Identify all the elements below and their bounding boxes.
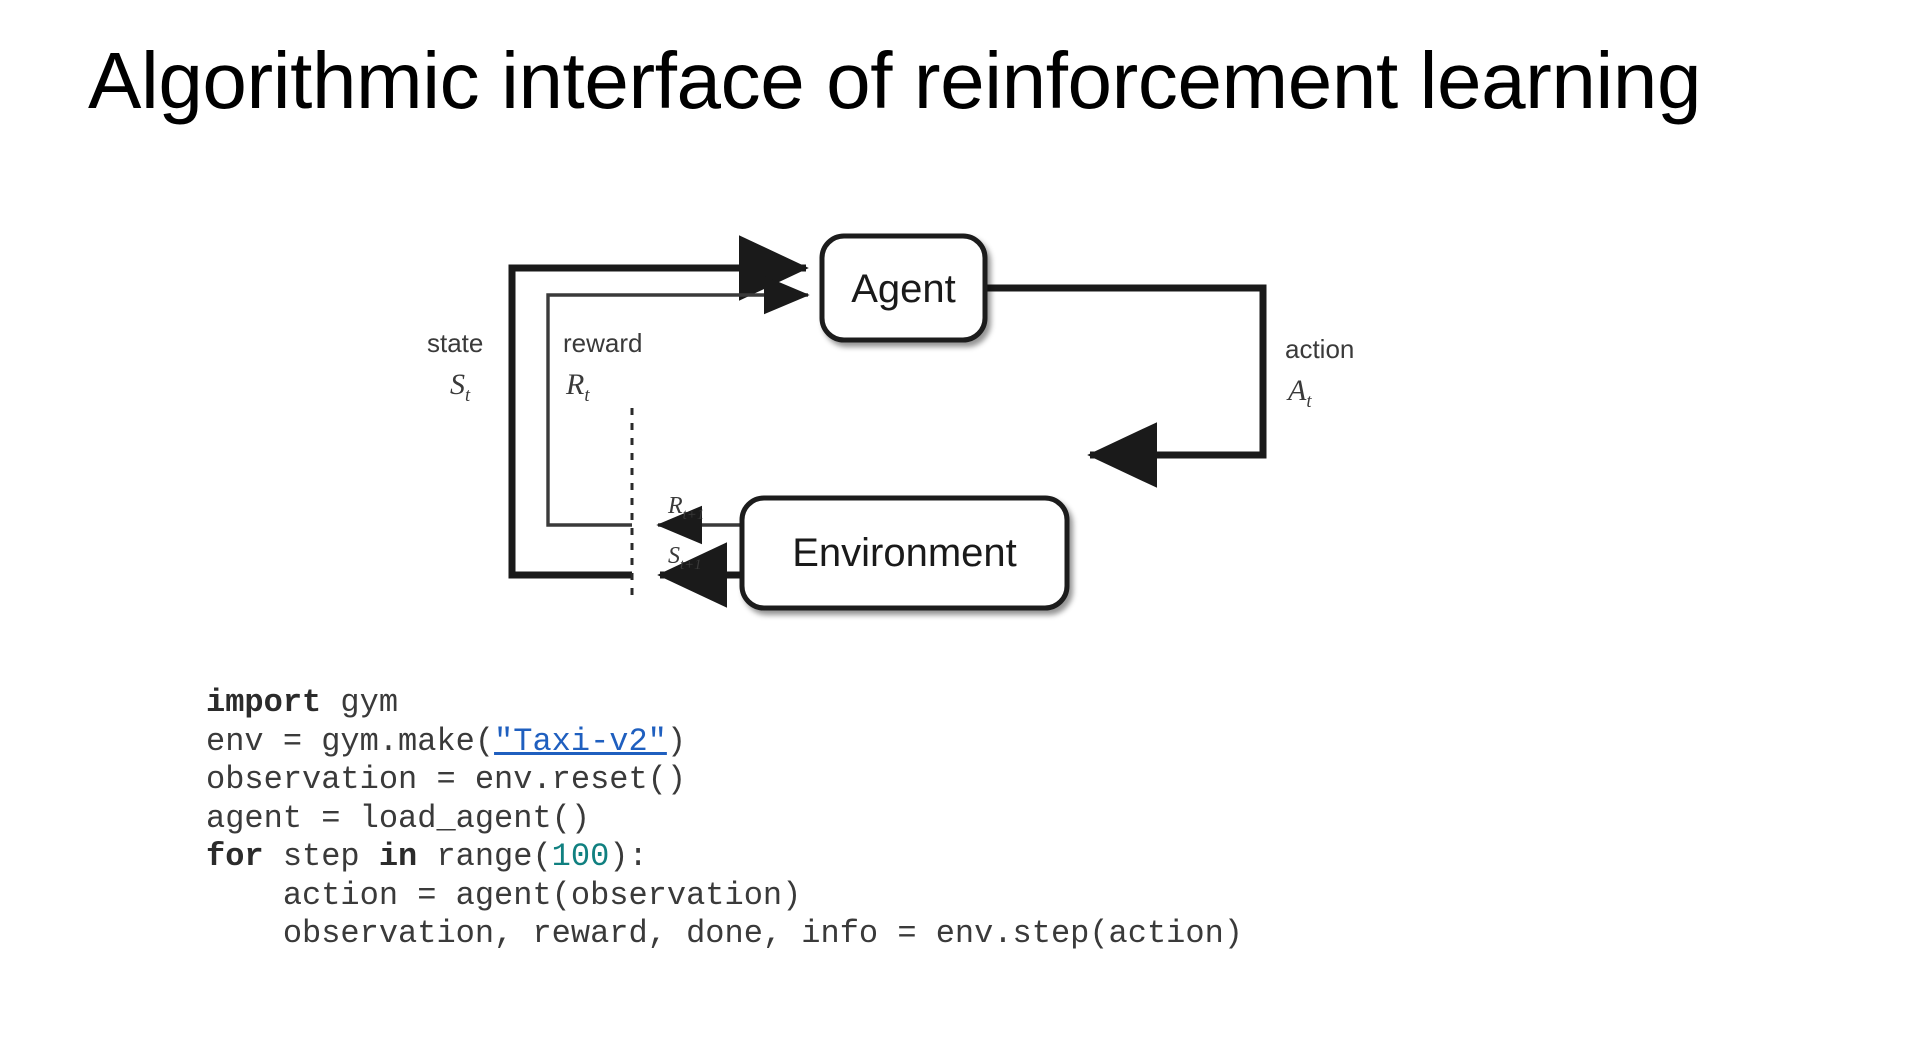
node-environment-label: Environment [792,531,1017,575]
code-line: observation, reward, done, info = env.st… [206,915,1243,954]
node-agent: Agent [819,233,988,343]
code-text: env = gym.make( [206,722,495,760]
code-line: observation = env.reset() [206,761,1243,800]
label-action: action At [1285,334,1354,412]
node-agent-label: Agent [851,267,956,311]
code-line: agent = load_agent() [206,800,1243,839]
label-reward-text: reward [563,328,642,358]
code-text: ): [609,838,648,875]
code-text: gym [321,684,399,721]
code-number: 100 [551,838,610,875]
code-text: observation = env.reset() [206,761,687,798]
code-text: observation, reward, done, info = env.st… [206,915,1243,952]
page-title: Algorithmic interface of reinforcement l… [88,36,1702,125]
label-action-text: action [1285,334,1354,364]
label-action-symbol: At [1286,374,1312,412]
label-state-next: St+1 [668,543,702,573]
code-line: action = agent(observation) [206,877,1243,916]
code-keyword: for [206,838,264,875]
label-state-text: state [427,328,483,358]
code-text: action = agent(observation) [206,876,802,914]
label-state-symbol: St [450,368,471,406]
label-reward-symbol: Rt [565,368,590,406]
code-line: import gym [206,684,1243,723]
node-environment: Environment [739,495,1070,611]
code-text: ) [666,722,687,760]
env-id-link[interactable]: "Taxi-v2" [494,722,667,760]
label-state: state St [427,328,483,406]
code-text: step [263,838,379,875]
code-text: agent = load_agent() [206,799,591,837]
code-line: for step in range(100): [206,838,1243,877]
code-line: env = gym.make("Taxi-v2") [206,723,1243,762]
code-text: range( [417,838,552,875]
edge-state [508,235,809,579]
label-reward: reward Rt [563,328,642,406]
label-reward-next: Rt+1 [667,493,704,523]
code-keyword: import [206,684,322,721]
code-keyword: in [378,838,418,875]
edge-reward [546,275,810,527]
rl-loop-diagram: Agent Environment state St reward Rt act… [0,190,1920,640]
edge-action [985,284,1267,488]
